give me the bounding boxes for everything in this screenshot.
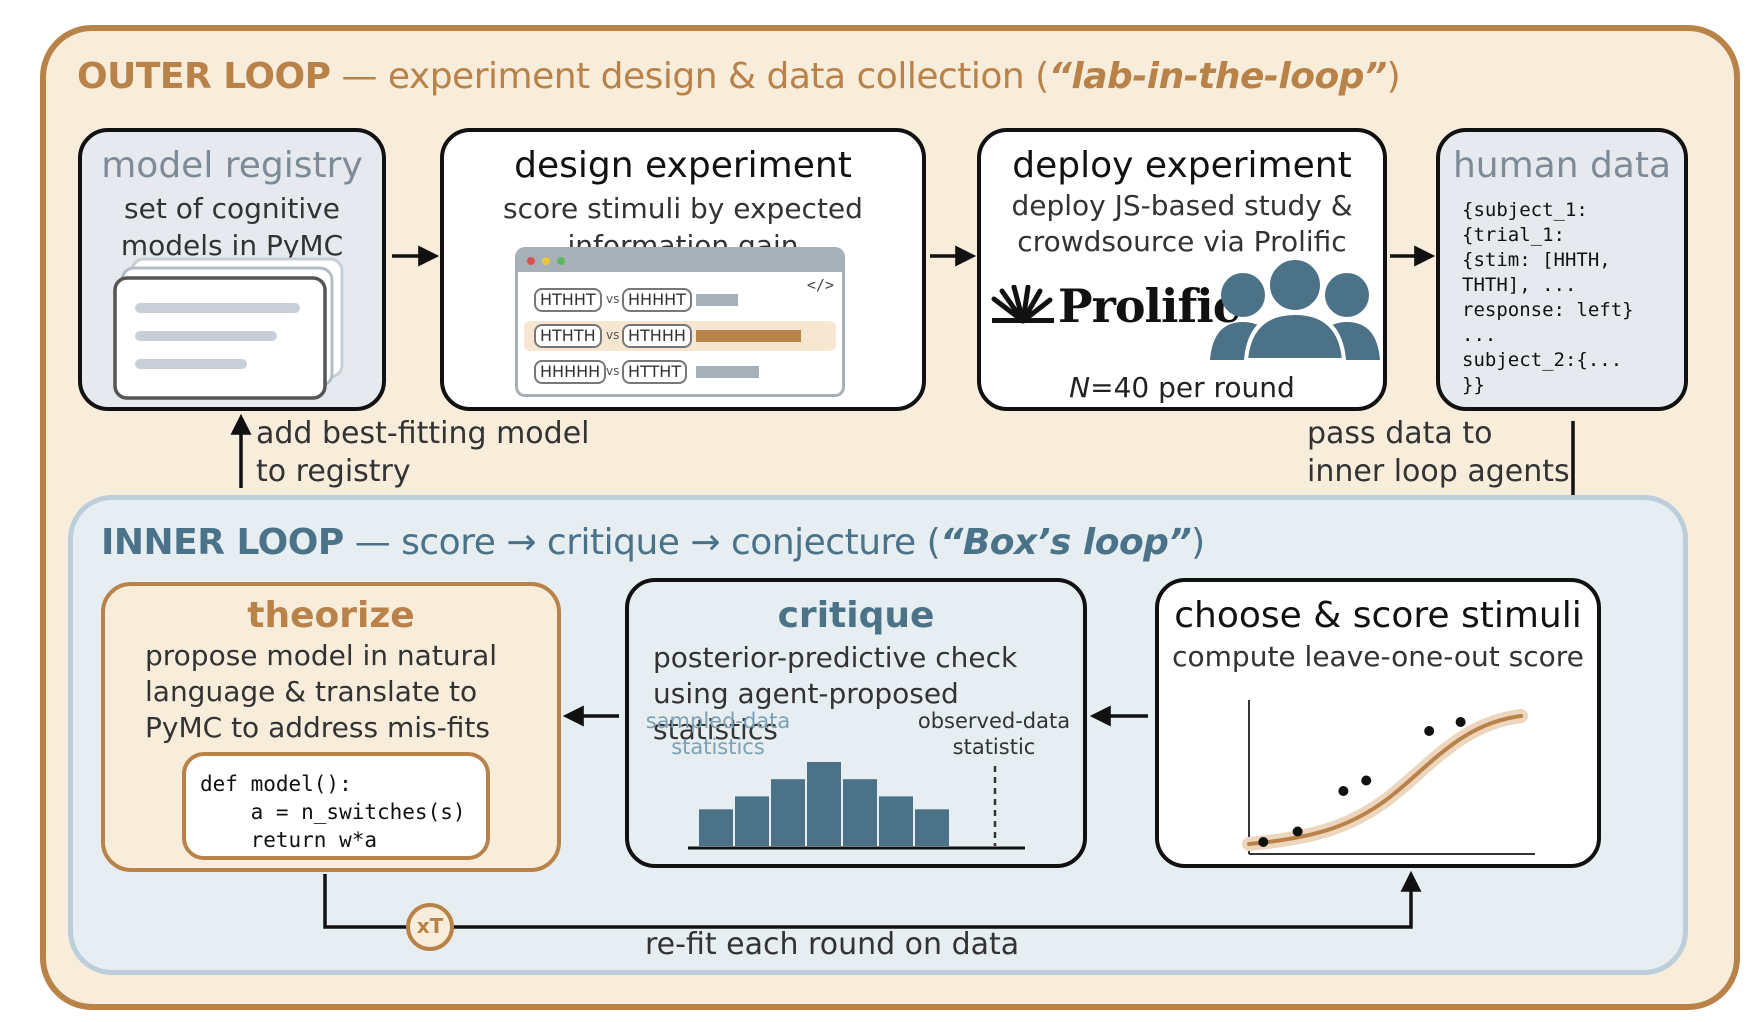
deploy-experiment-text: deploy JS-based study & crowdsource via … [1011,189,1353,258]
data-point [1338,786,1349,796]
human-data-title: human data [1452,145,1672,186]
deploy-experiment-title: deploy experiment [1012,145,1352,186]
people-group-icon [1210,258,1380,360]
score-plot [1242,700,1535,855]
inner-loop-title: INNER LOOP — score → critique → conjectu… [101,522,1205,563]
refit-label: re-fit each round on data [645,927,1020,962]
fit-curve [1247,714,1523,846]
close-dot-icon [527,257,535,265]
arrow-refit-loop [323,870,1422,929]
choose-score-box[interactable]: choose & score stimuli compute leave-one… [1155,578,1601,868]
model-registry-text: set of cognitive models in PyMC [120,192,344,262]
data-point [1361,775,1372,786]
theorize-text: propose model in natural language & tran… [145,639,498,744]
stacked-documents-icon [113,257,344,400]
stimulus-left: HTHHT [534,288,602,312]
model-code: def model(): a = n_switches(s) return w*… [200,772,466,852]
participants-count: N=40 per round [1069,371,1295,404]
human-data-json: {subject_1: {trial_1: {stim: [HHTH, THTH… [1462,199,1634,396]
maximize-dot-icon [557,257,565,265]
theorize-title: theorize [247,595,415,636]
histogram-bar [913,807,951,849]
stimulus-left: HTHTH [534,324,602,348]
sampled-data-label: sampled-data statistics [645,709,791,759]
data-point [1424,726,1435,736]
model-registry-title: model registry [101,145,363,186]
critique-title: critique [777,595,935,636]
histogram [688,760,1025,850]
stimulus-left: HHHHH [534,360,607,384]
data-point [1258,837,1269,847]
stimulus-right: HTTHT [622,360,688,384]
histogram-bar [877,794,915,848]
observed-data-label: observed-data statistic [917,709,1071,759]
code-tag-icon: </> [806,276,834,294]
stimulus-right: HTHHH [622,324,692,348]
info-gain-bar [696,294,738,306]
vs-label: vs [606,364,620,378]
add-model-label: add best-fitting model to registry [256,416,590,489]
browser-titlebar [518,250,842,272]
vs-label: vs [606,292,620,306]
data-point [1292,826,1303,837]
histogram-bar [697,807,735,849]
pass-data-label: pass data to inner loop agents [1307,416,1570,489]
info-gain-bar [696,366,759,378]
repeat-badge-label: xT [416,914,444,938]
data-point [1455,717,1466,727]
outer-loop-title: OUTER LOOP — experiment design & data co… [77,56,1401,97]
critique-text: posterior-predictive check using agent-p… [653,641,1018,746]
minimize-dot-icon [542,257,550,265]
model-code-box: def model(): a = n_switches(s) return w*… [182,752,490,860]
repeat-badge-icon [406,903,454,951]
design-experiment-title: design experiment [514,145,852,186]
prolific-logo-text: Prolific [1058,279,1241,333]
choose-score-text: compute leave-one-out score [1172,640,1584,673]
vs-label: vs [606,328,620,342]
choose-score-title: choose & score stimuli [1174,595,1582,636]
prolific-logo-icon [991,285,1054,324]
human-data-box[interactable]: human data {subject_1: {trial_1: {stim: … [1436,128,1688,411]
stimulus-right: HHHHT [622,288,692,312]
info-gain-bar [696,330,801,342]
